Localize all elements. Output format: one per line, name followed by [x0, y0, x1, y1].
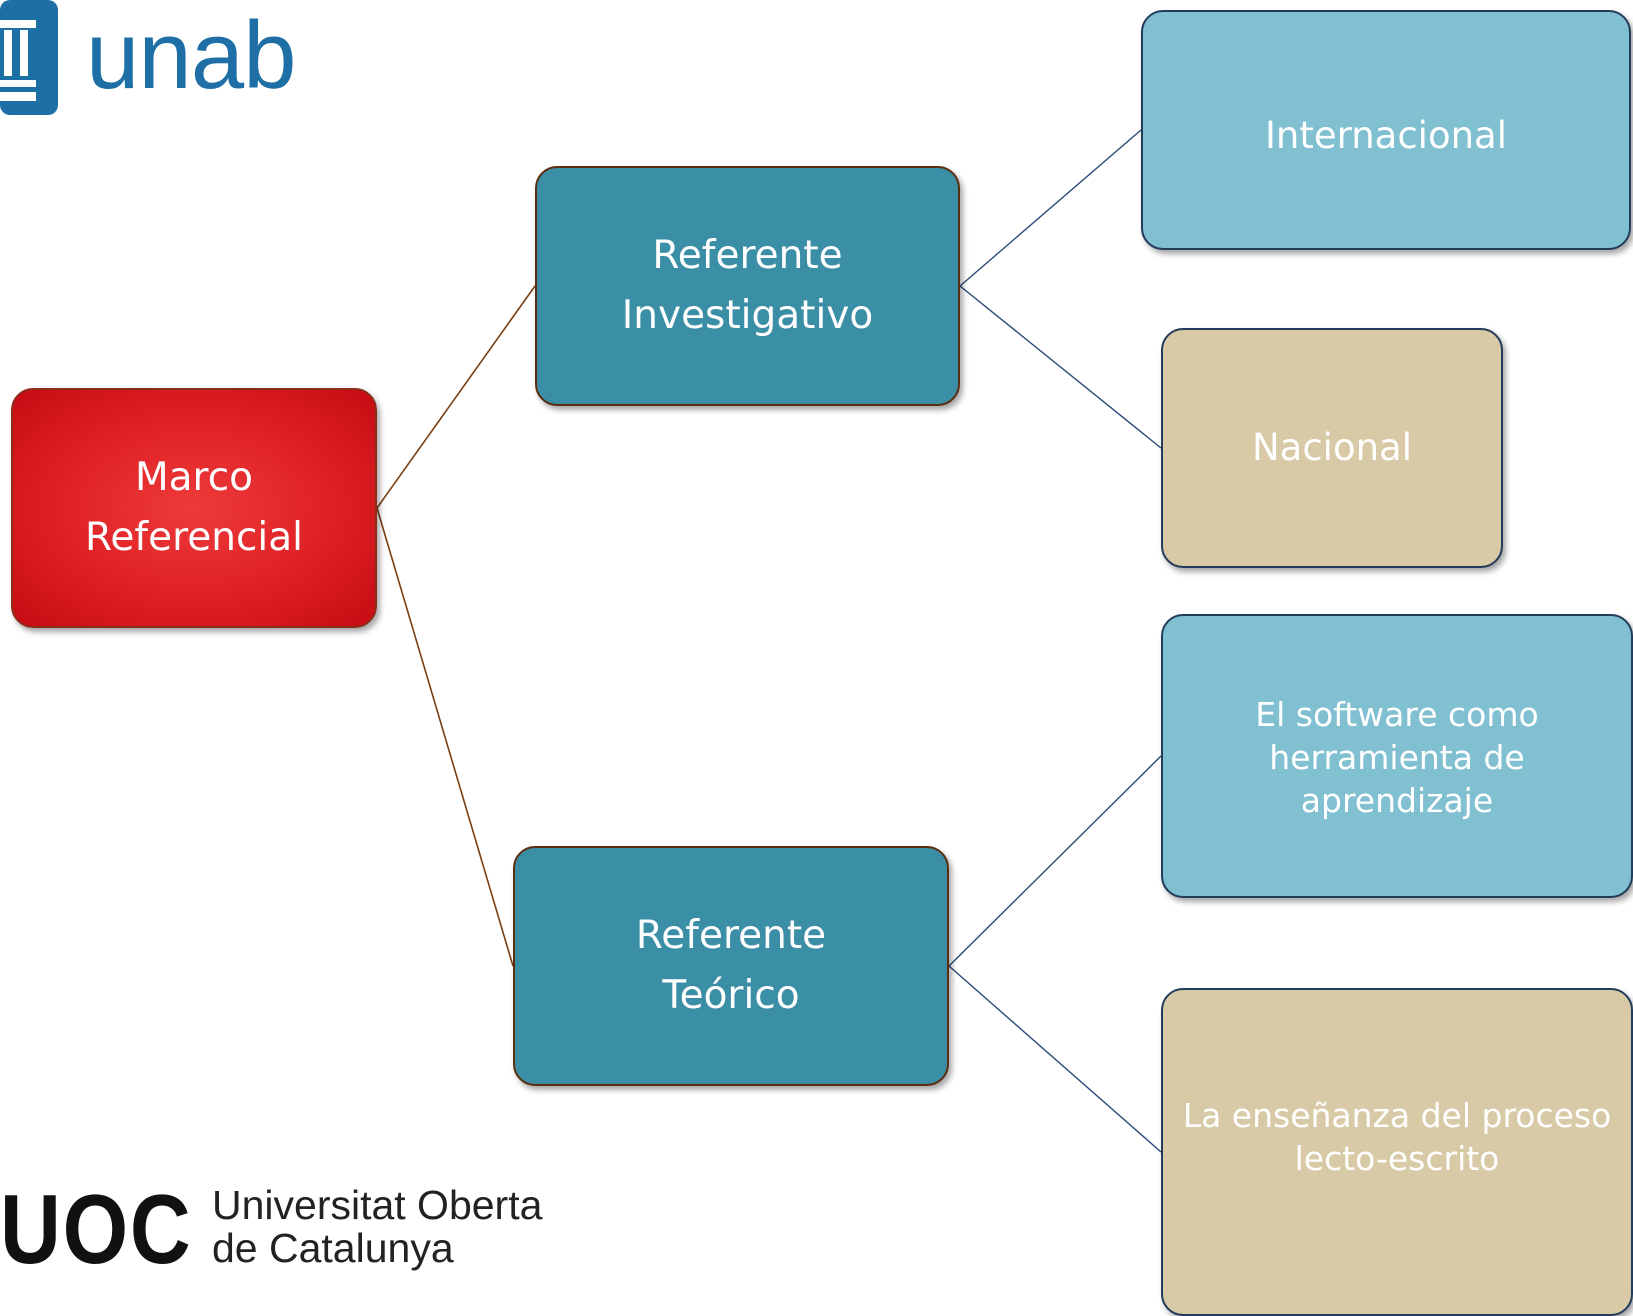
connector-teorico-software	[948, 755, 1162, 967]
uoc-logo: UOC Universitat Oberta de Catalunya	[0, 1180, 600, 1290]
unab-wordmark: unab	[86, 2, 297, 109]
unab-building-icon	[0, 0, 58, 115]
node-internacional: Internacional	[1141, 10, 1631, 250]
node-referente-investigativo: Referente Investigativo	[535, 166, 960, 406]
connector-teorico-ensenanza	[948, 965, 1162, 1153]
node-ensenanza-proceso: La enseñanza del proceso lecto-escrito	[1161, 988, 1633, 1316]
unab-logo: unab	[0, 0, 300, 130]
connector-investigativo-nacional	[959, 285, 1162, 449]
connector-root-investigativo	[376, 285, 536, 509]
node-nacional: Nacional	[1161, 328, 1503, 568]
connector-investigativo-internacional	[959, 129, 1142, 287]
node-referente-teorico: Referente Teórico	[513, 846, 949, 1086]
node-software-herramienta: El software como herramienta de aprendiz…	[1161, 614, 1633, 898]
node-marco-referencial: Marco Referencial	[11, 388, 377, 628]
uoc-wordmark: UOC	[0, 1174, 193, 1284]
uoc-university-name: Universitat Oberta de Catalunya	[212, 1182, 543, 1272]
connector-root-teorico	[376, 507, 514, 967]
